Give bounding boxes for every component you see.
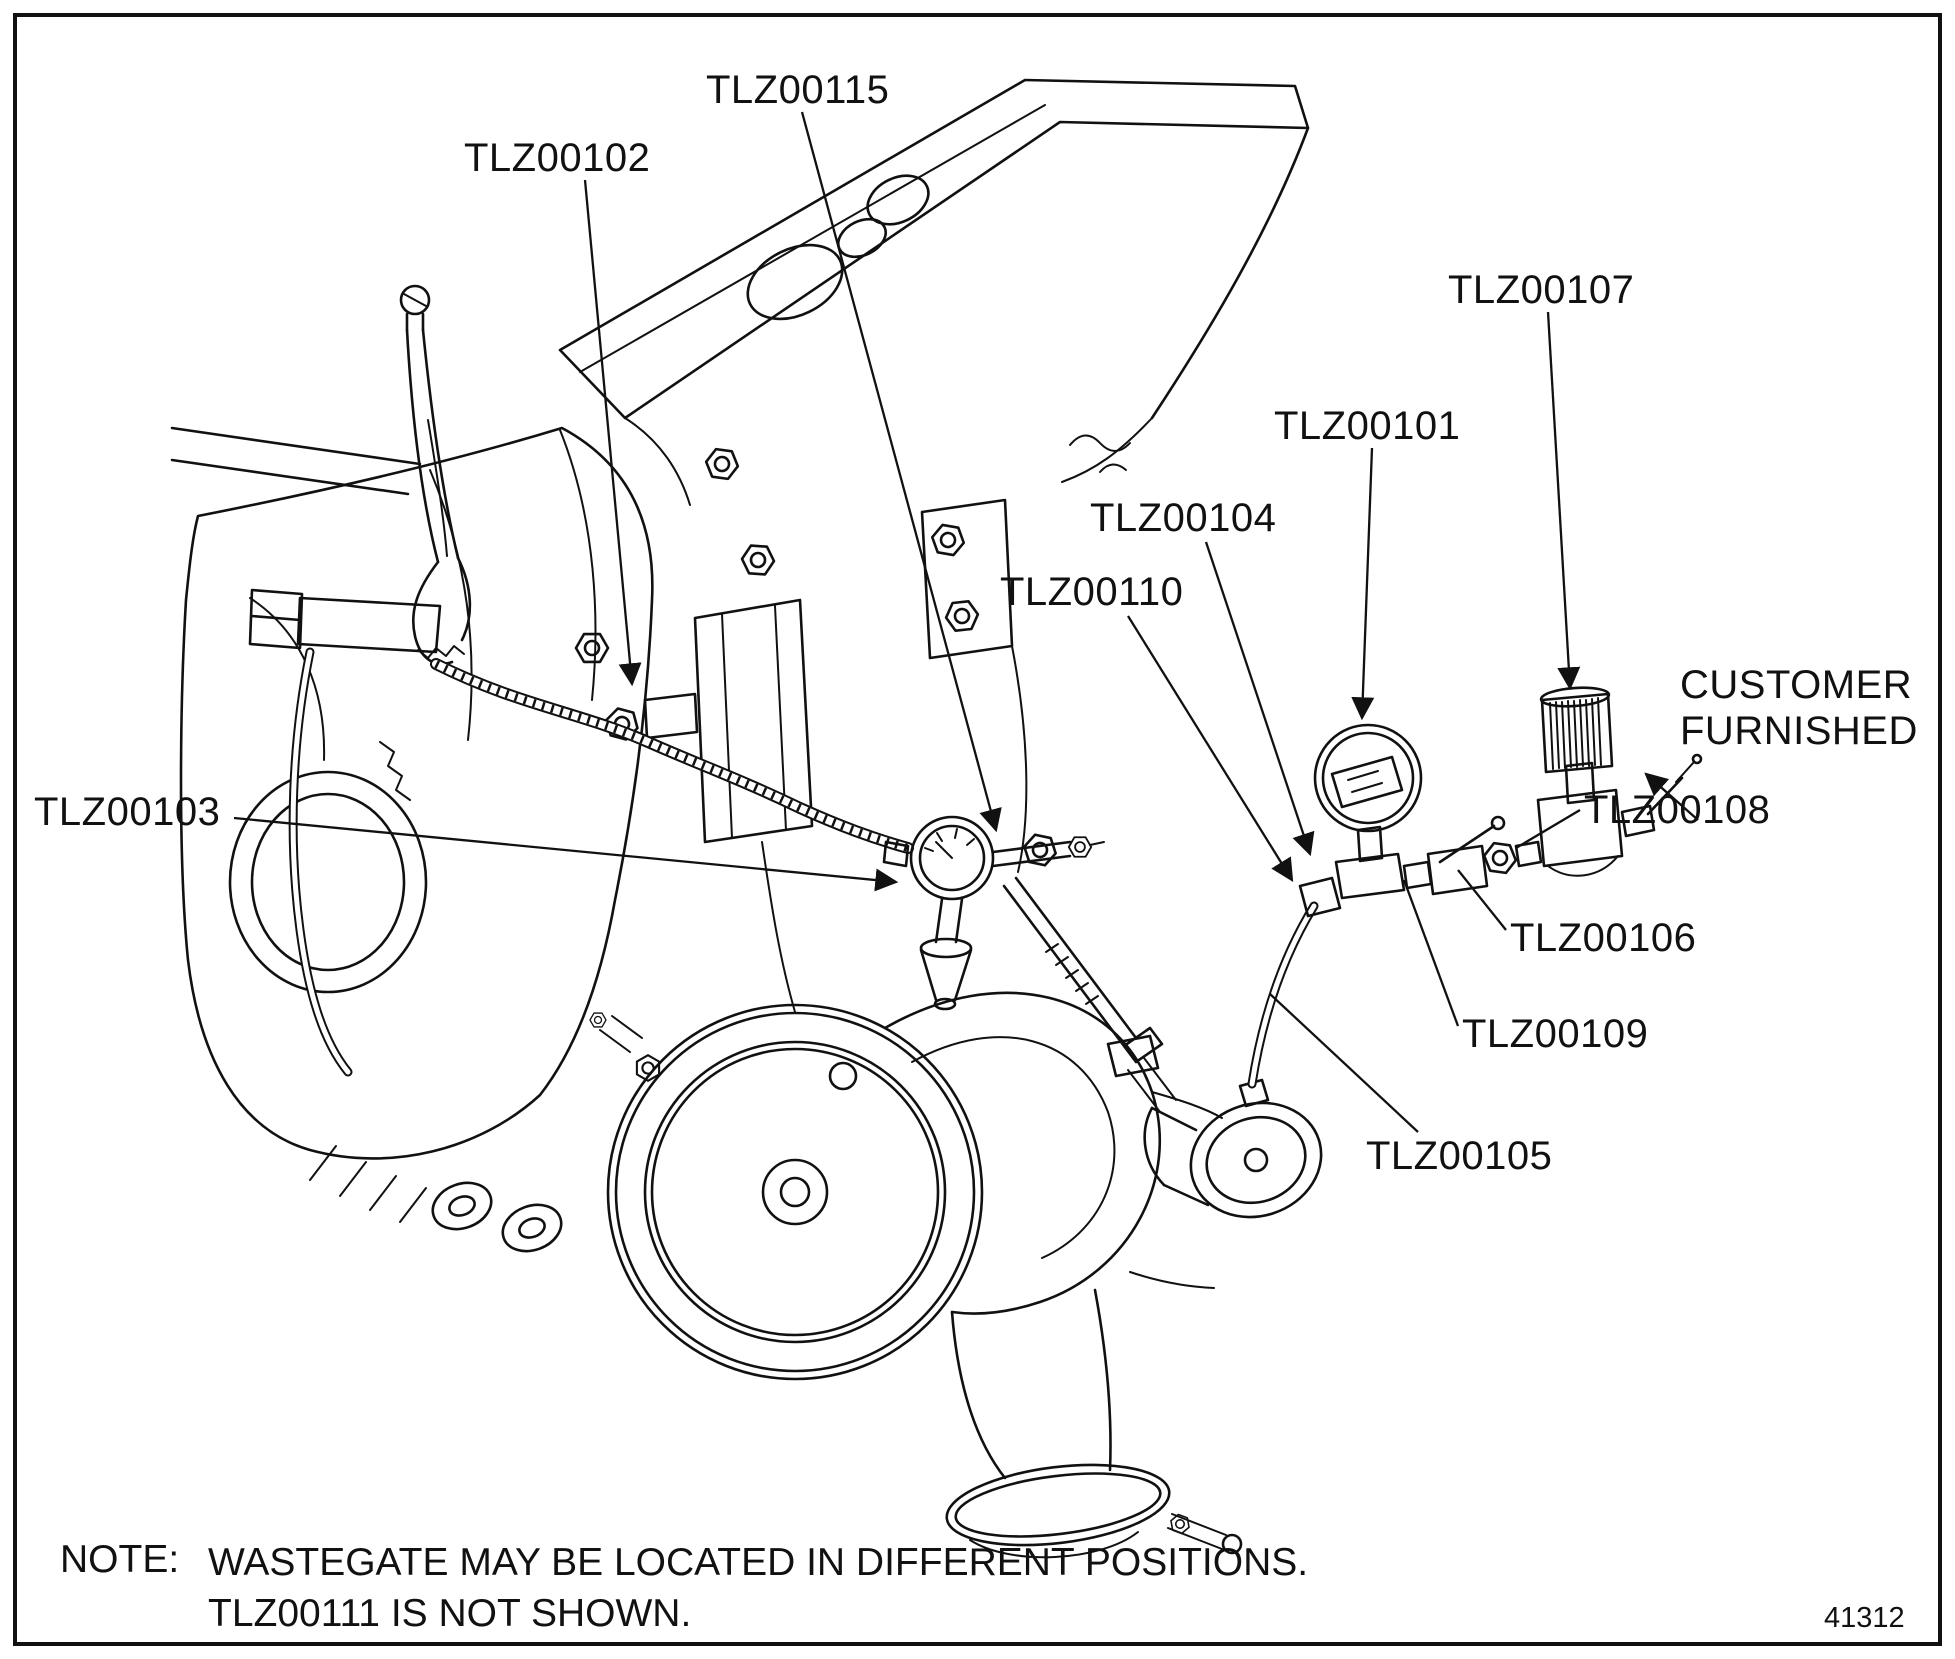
turbocharger-drawing (589, 991, 1243, 1559)
leader-tlz00105 (1269, 993, 1419, 1133)
callout-tlz00109: TLZ00109 (1462, 1012, 1649, 1056)
note-label: NOTE: (60, 1538, 180, 1581)
callout-customer-furnished-line2: FURNISHED (1680, 709, 1918, 754)
figure-note: NOTE: WASTEGATE MAY BE LOCATED IN DIFFER… (60, 1538, 1308, 1639)
engine-block-drawing (170, 426, 742, 1253)
leader-tlz00106 (1457, 869, 1507, 931)
callout-tlz00108: TLZ00108 (1584, 788, 1771, 832)
callout-tlz00101: TLZ00101 (1274, 404, 1461, 448)
leader-customer-furnished (1644, 772, 1699, 821)
leader-tlz00103 (233, 816, 899, 892)
leader-tlz00102 (583, 179, 642, 687)
note-line1: WASTEGATE MAY BE LOCATED IN DIFFERENT PO… (208, 1541, 1309, 1584)
callout-customer-furnished: CUSTOMER FURNISHED (1680, 662, 1918, 755)
callout-customer-furnished-line1: CUSTOMER (1680, 663, 1913, 707)
wastegate-actuator-drawing (1106, 1034, 1323, 1219)
leader-tlz00101 (1351, 447, 1375, 721)
note-text: WASTEGATE MAY BE LOCATED IN DIFFERENT PO… (208, 1538, 1308, 1639)
leader-tlz00108 (1515, 809, 1581, 849)
leader-tlz00109 (1402, 879, 1460, 1027)
gauge-regulator-assembly-drawing (1298, 686, 1703, 918)
actuator-rod-drawing (1002, 876, 1164, 1064)
callout-tlz00104: TLZ00104 (1090, 496, 1277, 540)
leader-tlz00104 (1204, 541, 1315, 857)
wastegate-gauge-drawing (882, 815, 1105, 1011)
note-line2: TLZ00111 IS NOT SHOWN. (208, 1591, 692, 1635)
leader-tlz00107 (1546, 311, 1581, 691)
callout-tlz00105: TLZ00105 (1366, 1134, 1553, 1178)
nylon-hose-drawing (1247, 901, 1319, 1089)
braided-hose-drawing (288, 647, 914, 1077)
figure-number: 41312 (1824, 1602, 1905, 1634)
leader-tlz00110 (1127, 615, 1294, 882)
frame-rail-drawing (558, 78, 1310, 506)
leader-tlz00115 (800, 111, 1002, 833)
locking-pliers-drawing (248, 284, 472, 666)
leader-lines (233, 111, 1699, 1133)
callout-tlz00115: TLZ00115 (706, 68, 890, 112)
mounting-bracket-drawing (643, 498, 1028, 1013)
callout-tlz00102: TLZ00102 (464, 136, 651, 180)
callout-tlz00110: TLZ00110 (1000, 570, 1184, 614)
callout-tlz00103: TLZ00103 (34, 790, 221, 834)
callout-tlz00106: TLZ00106 (1510, 916, 1697, 960)
callout-tlz00107: TLZ00107 (1448, 268, 1635, 312)
